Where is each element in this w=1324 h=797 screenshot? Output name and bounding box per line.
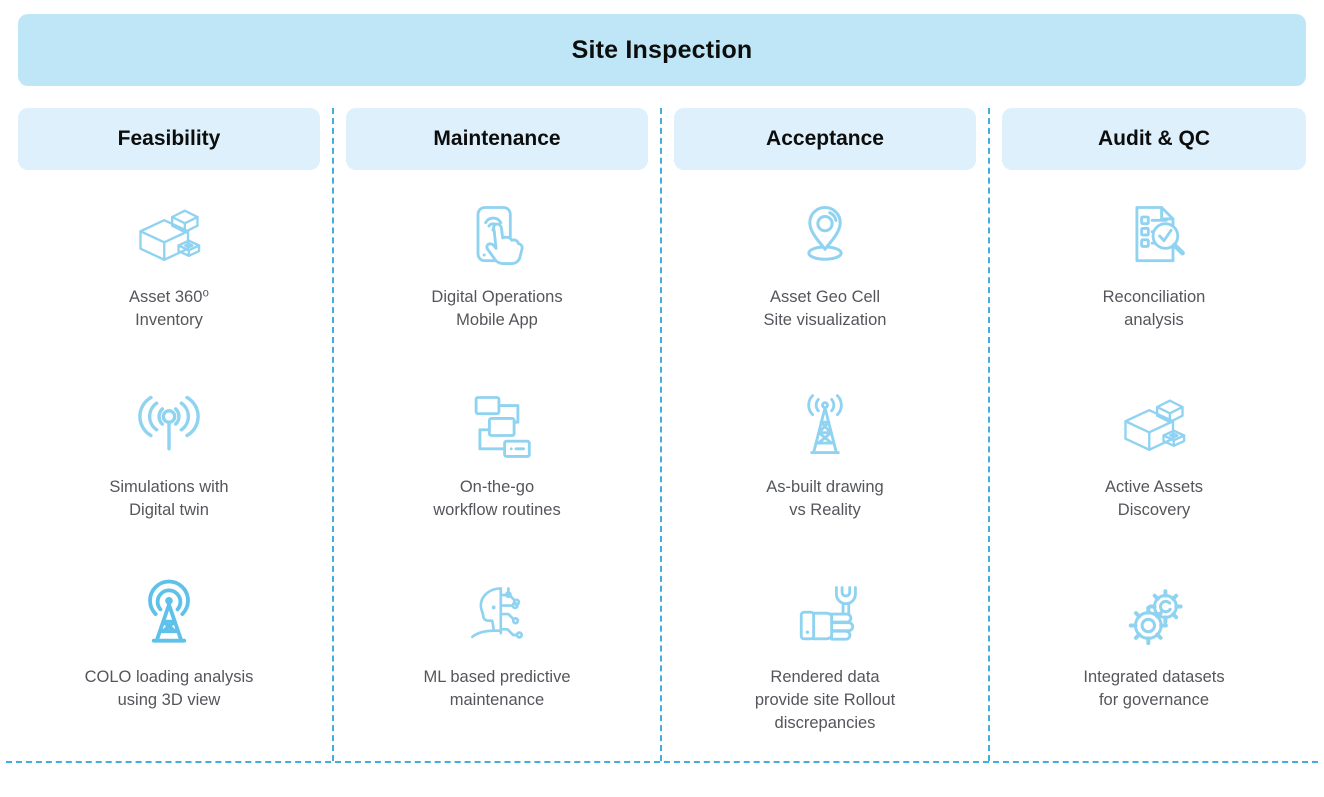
item-as-built-vs-reality: As-built drawing vs Reality: [674, 360, 976, 550]
item-label: Asset Geo Cell Site visualization: [763, 288, 887, 329]
mobile-tap-icon: [459, 198, 535, 274]
column-header-feasibility: Feasibility: [18, 108, 320, 170]
column-feasibility: Feasibility Asset 360⁰ Inventory Simulat…: [6, 108, 334, 761]
broadcast-tower-icon: [131, 578, 207, 654]
item-colo-loading-analysis: COLO loading analysis using 3D view: [18, 550, 320, 740]
ml-head-icon: [459, 578, 535, 654]
item-label: Integrated datasets for governance: [1083, 668, 1225, 709]
item-label: Simulations with Digital twin: [109, 478, 229, 519]
column-header-label: Feasibility: [117, 127, 221, 150]
cubes-icon: [1116, 388, 1192, 464]
column-acceptance: Acceptance Asset Geo Cell Site visualiza…: [662, 108, 990, 761]
column-header-label: Maintenance: [433, 127, 561, 150]
title-banner: Site Inspection: [18, 14, 1306, 86]
columns-container: Feasibility Asset 360⁰ Inventory Simulat…: [6, 108, 1318, 763]
item-on-the-go-workflow: On-the-go workflow routines: [346, 360, 648, 550]
item-label: Digital Operations Mobile App: [431, 288, 563, 329]
item-ml-predictive-maintenance: ML based predictive maintenance: [346, 550, 648, 740]
column-maintenance: Maintenance Digital Operations Mobile Ap…: [334, 108, 662, 761]
item-label: As-built drawing vs Reality: [766, 478, 884, 519]
column-header-label: Acceptance: [766, 127, 884, 150]
wrench-hand-icon: [787, 578, 863, 654]
item-asset-360-inventory: Asset 360⁰ Inventory: [18, 170, 320, 360]
column-header-label: Audit & QC: [1098, 127, 1210, 150]
item-rendered-data-discrepancies: Rendered data provide site Rollout discr…: [674, 550, 976, 740]
workflow-icon: [459, 388, 535, 464]
item-label: Asset 360⁰ Inventory: [129, 288, 209, 329]
column-header-maintenance: Maintenance: [346, 108, 648, 170]
gears-icon: [1116, 578, 1192, 654]
item-simulations-digital-twin: Simulations with Digital twin: [18, 360, 320, 550]
item-label: ML based predictive maintenance: [423, 668, 571, 709]
signal-tower-icon: [787, 388, 863, 464]
cubes-icon: [131, 198, 207, 274]
item-label: Active Assets Discovery: [1104, 478, 1204, 519]
item-label: Rendered data provide site Rollout discr…: [754, 668, 896, 732]
item-label: Reconciliation analysis: [1102, 288, 1206, 329]
item-asset-geo-cell-site: Asset Geo Cell Site visualization: [674, 170, 976, 360]
antenna-waves-icon: [131, 388, 207, 464]
item-integrated-datasets-governance: Integrated datasets for governance: [1002, 550, 1306, 740]
page-title: Site Inspection: [571, 35, 753, 64]
item-label: COLO loading analysis using 3D view: [84, 668, 254, 709]
item-label: On-the-go workflow routines: [433, 478, 561, 519]
column-header-audit-qc: Audit & QC: [1002, 108, 1306, 170]
geo-pin-icon: [787, 198, 863, 274]
item-active-assets-discovery: Active Assets Discovery: [1002, 360, 1306, 550]
column-audit-qc: Audit & QC Reconciliation analysis Activ…: [990, 108, 1318, 761]
column-header-acceptance: Acceptance: [674, 108, 976, 170]
item-reconciliation-analysis: Reconciliation analysis: [1002, 170, 1306, 360]
checklist-magnifier-icon: [1116, 198, 1192, 274]
item-digital-operations-mobile-app: Digital Operations Mobile App: [346, 170, 648, 360]
